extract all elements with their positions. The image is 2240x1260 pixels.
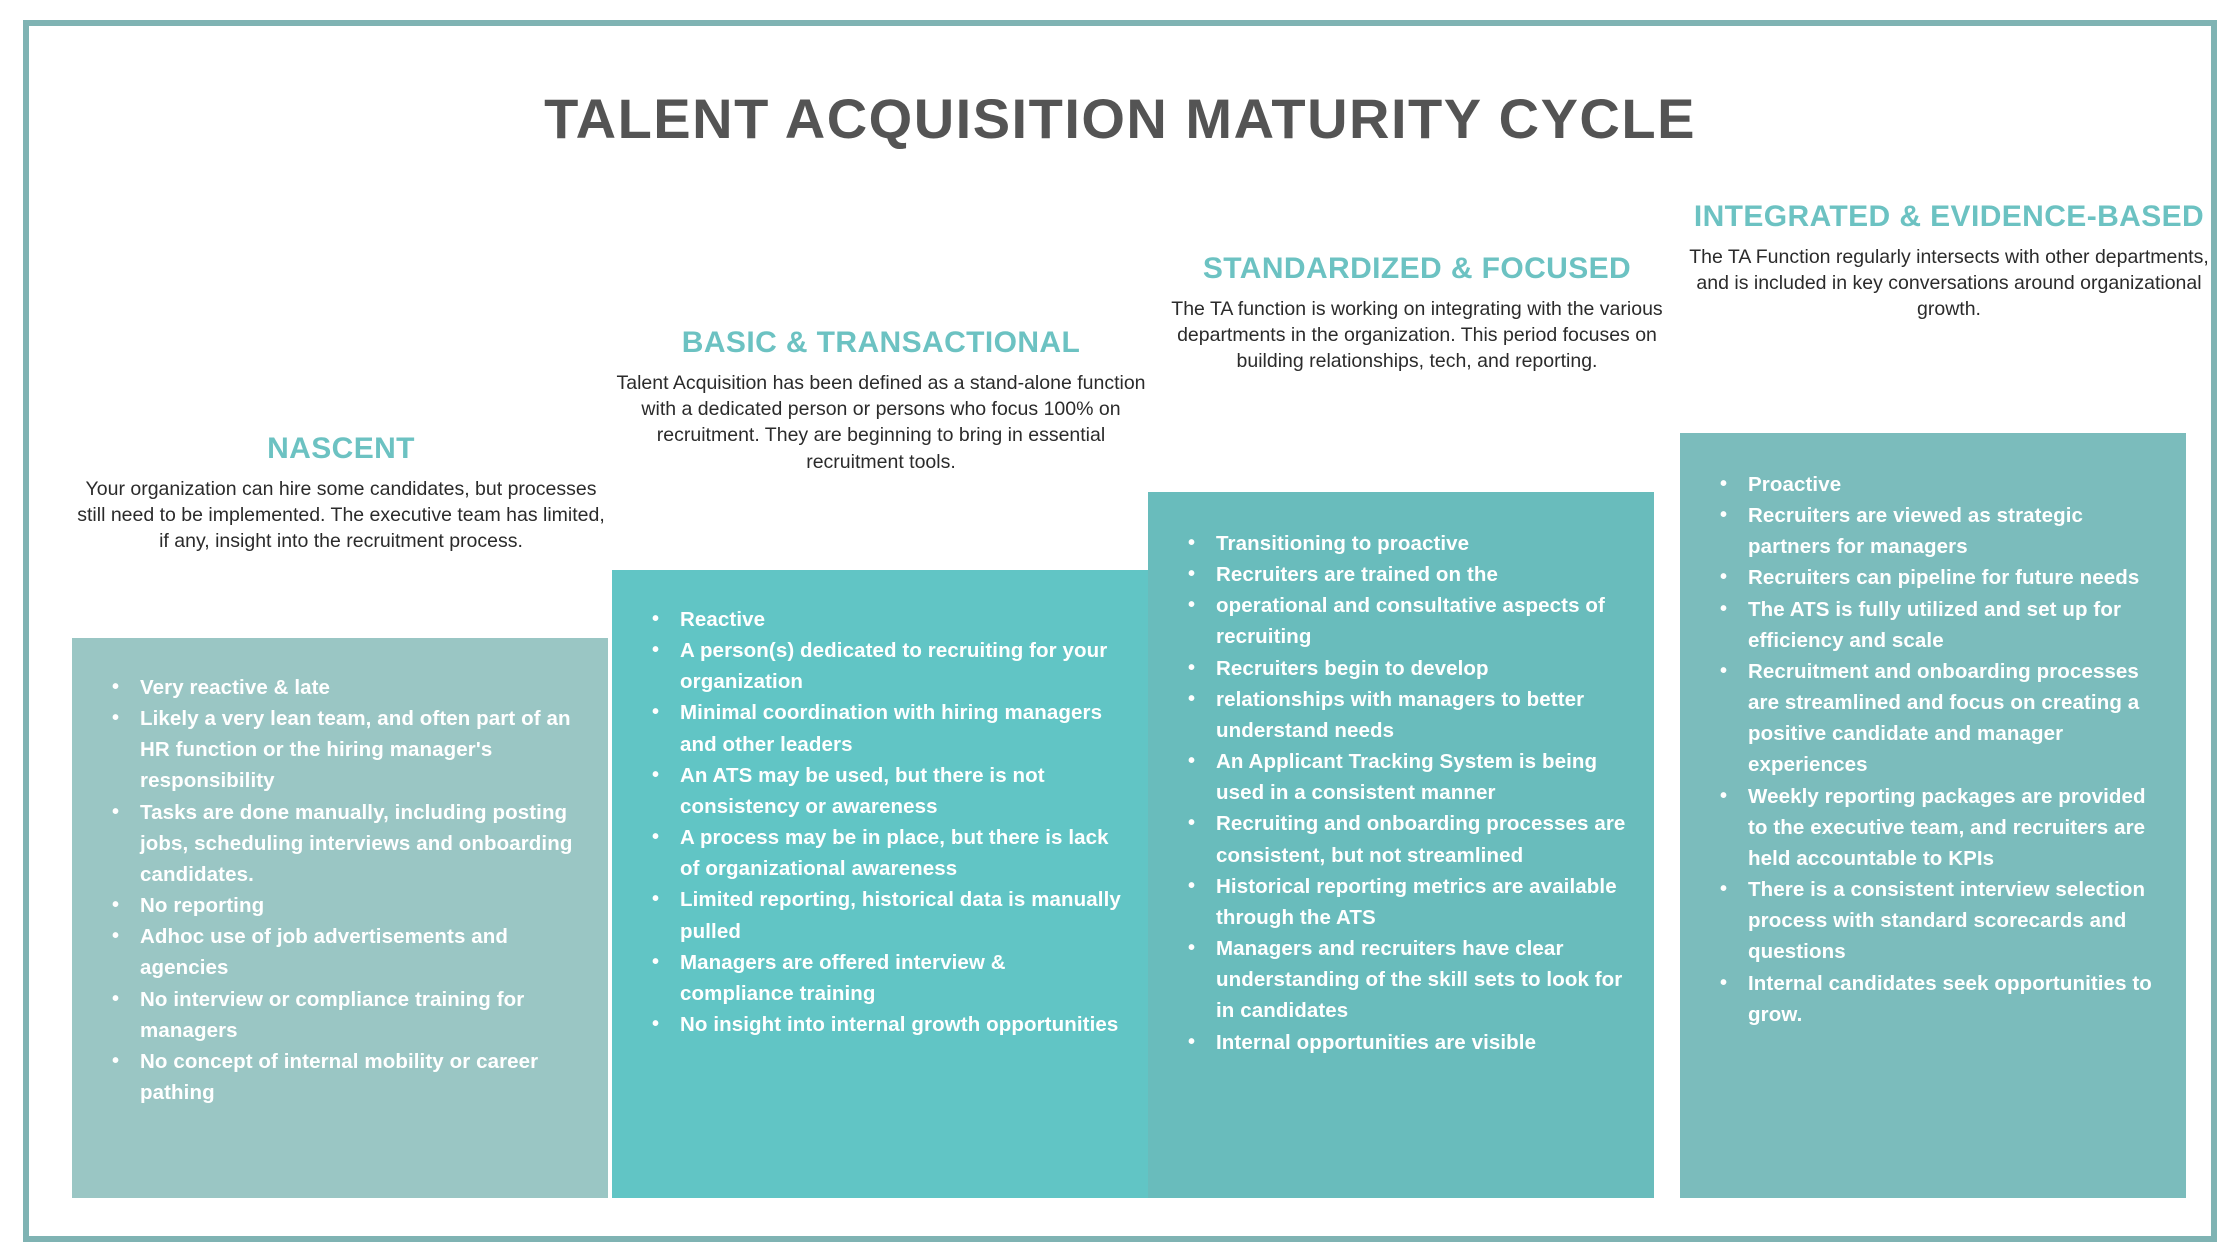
list-item: An ATS may be used, but there is not con… (638, 760, 1122, 822)
bullet-list-integrated-evidence-based: Proactive Recruiters are viewed as strat… (1706, 469, 2160, 1030)
stage-heading-integrated-evidence-based: INTEGRATED & EVIDENCE-BASED (1693, 200, 2205, 233)
list-item: A person(s) dedicated to recruiting for … (638, 635, 1122, 697)
list-item: Adhoc use of job advertisements and agen… (98, 921, 582, 983)
list-item: Recruiters are trained on the (1174, 559, 1628, 590)
bullet-list-standardized-focused: Transitioning to proactive Recruiters ar… (1174, 528, 1628, 1058)
list-item: Proactive (1706, 469, 2160, 500)
list-item: Transitioning to proactive (1174, 528, 1628, 559)
stage-column-standardized-focused: STANDARDIZED & FOCUSED The TA function i… (1136, 252, 1698, 375)
list-item: Recruitment and onboarding processes are… (1706, 656, 2160, 781)
stage-description-integrated-evidence-based: The TA Function regularly intersects wit… (1689, 245, 2209, 321)
list-item: A process may be in place, but there is … (638, 822, 1122, 884)
list-item: No concept of internal mobility or caree… (98, 1046, 582, 1108)
list-item: There is a consistent interview selectio… (1706, 874, 2160, 967)
stage-heading-basic-transactional: BASIC & TRANSACTIONAL (681, 326, 1081, 359)
list-item: relationships with managers to better un… (1174, 684, 1628, 746)
stage-panel-standardized-focused: Transitioning to proactive Recruiters ar… (1148, 492, 1654, 1198)
list-item: Historical reporting metrics are availab… (1174, 871, 1628, 933)
list-item: Recruiters can pipeline for future needs (1706, 562, 2160, 593)
list-item: No reporting (98, 890, 582, 921)
list-item: Minimal coordination with hiring manager… (638, 697, 1122, 759)
stage-panel-basic-transactional: Reactive A person(s) dedicated to recrui… (612, 570, 1148, 1198)
list-item: No insight into internal growth opportun… (638, 1009, 1122, 1040)
list-item: No interview or compliance training for … (98, 984, 582, 1046)
list-item: Recruiters begin to develop (1174, 653, 1628, 684)
list-item: Weekly reporting packages are provided t… (1706, 781, 2160, 874)
list-item: An Applicant Tracking System is being us… (1174, 746, 1628, 808)
bullet-list-nascent: Very reactive & late Likely a very lean … (98, 672, 582, 1108)
list-item: Recruiters are viewed as strategic partn… (1706, 500, 2160, 562)
list-item: Recruiting and onboarding processes are … (1174, 808, 1628, 870)
list-item: operational and consultative aspects of … (1174, 590, 1628, 652)
stage-description-basic-transactional: Talent Acquisition has been defined as a… (616, 371, 1146, 473)
page-title: TALENT ACQUISITION MATURITY CYCLE (544, 87, 1696, 150)
stage-column-basic-transactional: BASIC & TRANSACTIONAL Talent Acquisition… (600, 326, 1162, 475)
stage-heading-nascent: NASCENT (267, 432, 415, 465)
list-item: Limited reporting, historical data is ma… (638, 884, 1122, 946)
list-item: Likely a very lean team, and often part … (98, 703, 582, 796)
list-item: Tasks are done manually, including posti… (98, 797, 582, 890)
list-item: Internal opportunities are visible (1174, 1027, 1628, 1058)
list-item: Internal candidates seek opportunities t… (1706, 968, 2160, 1030)
list-item: Managers are offered interview & complia… (638, 947, 1122, 1009)
list-item: Very reactive & late (98, 672, 582, 703)
list-item: Managers and recruiters have clear under… (1174, 933, 1628, 1026)
bullet-list-basic-transactional: Reactive A person(s) dedicated to recrui… (638, 604, 1122, 1040)
stage-column-integrated-evidence-based: INTEGRATED & EVIDENCE-BASED The TA Funct… (1668, 200, 2230, 323)
stage-column-nascent: NASCENT Your organization can hire some … (60, 432, 622, 555)
list-item: Reactive (638, 604, 1122, 635)
stage-description-nascent: Your organization can hire some candidat… (77, 477, 605, 553)
stage-panel-nascent: Very reactive & late Likely a very lean … (72, 638, 608, 1198)
stage-panel-integrated-evidence-based: Proactive Recruiters are viewed as strat… (1680, 433, 2186, 1198)
stage-heading-standardized-focused: STANDARDIZED & FOCUSED (1202, 252, 1632, 285)
list-item: The ATS is fully utilized and set up for… (1706, 594, 2160, 656)
stage-description-standardized-focused: The TA function is working on integratin… (1171, 297, 1663, 373)
